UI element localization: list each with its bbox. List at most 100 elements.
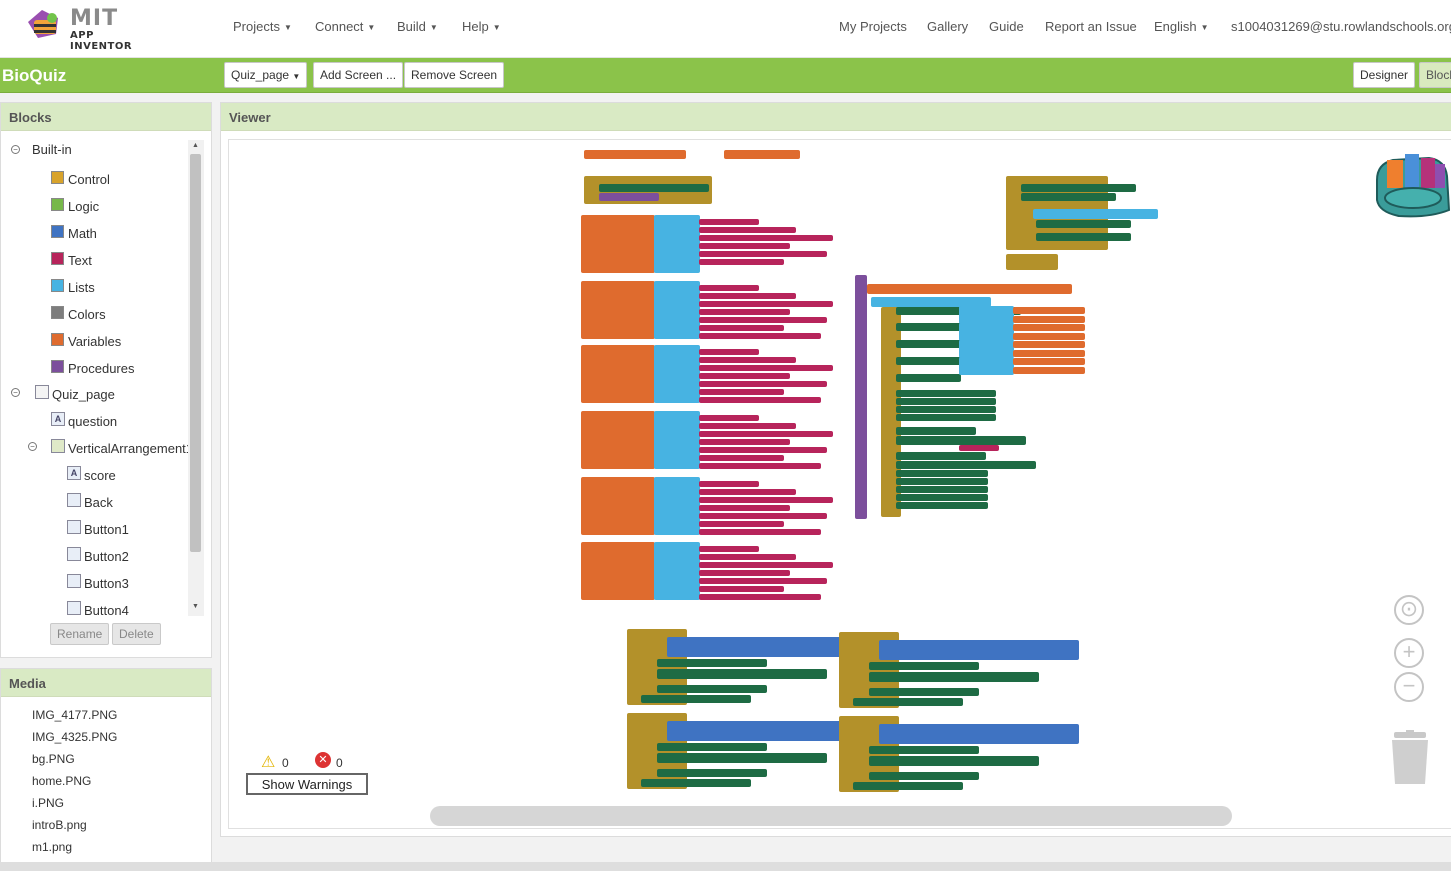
global-variable-block[interactable] xyxy=(584,150,686,159)
add-screen-button[interactable]: Add Screen ... xyxy=(313,62,404,88)
setter-block[interactable] xyxy=(896,323,961,331)
getter-block[interactable] xyxy=(1013,324,1085,331)
make-list-block[interactable] xyxy=(654,215,700,273)
text-item-block[interactable] xyxy=(699,293,796,299)
list-variable-block[interactable] xyxy=(581,542,655,600)
setter-block[interactable] xyxy=(896,478,988,485)
scroll-down-icon[interactable]: ▼ xyxy=(192,603,199,610)
getter-block[interactable] xyxy=(1013,341,1085,348)
tree-component-verticalarrangement1[interactable]: VerticalArrangement1 xyxy=(68,441,194,456)
drawer-control[interactable]: Control xyxy=(68,172,110,187)
text-item-block[interactable] xyxy=(699,431,833,437)
list-variable-block[interactable] xyxy=(581,215,655,273)
nav-build[interactable]: Build▼ xyxy=(397,19,438,34)
setter-block[interactable] xyxy=(657,669,827,679)
make-list-block[interactable] xyxy=(654,477,700,535)
text-item-block[interactable] xyxy=(699,562,833,568)
nav-help[interactable]: Help▼ xyxy=(462,19,501,34)
text-item-block[interactable] xyxy=(699,513,827,519)
center-workspace-icon[interactable]: ⊙ xyxy=(1394,595,1424,625)
getter-block[interactable] xyxy=(1013,333,1085,340)
tree-screen-quiz-page[interactable]: Quiz_page xyxy=(52,387,115,402)
getter-block[interactable] xyxy=(1013,358,1085,365)
setter-block[interactable] xyxy=(869,772,979,780)
setter-block[interactable] xyxy=(657,753,827,763)
setter-block[interactable] xyxy=(853,782,963,790)
text-item-block[interactable] xyxy=(699,529,821,535)
setter-block[interactable] xyxy=(896,452,986,460)
setter-block[interactable] xyxy=(1021,193,1116,201)
call-block[interactable] xyxy=(599,193,659,201)
setter-block[interactable] xyxy=(657,769,767,777)
drawer-lists[interactable]: Lists xyxy=(68,280,95,295)
text-item-block[interactable] xyxy=(699,481,759,487)
delete-button[interactable]: Delete xyxy=(112,623,161,645)
text-item-block[interactable] xyxy=(699,586,784,592)
text-item-block[interactable] xyxy=(699,546,759,552)
tree-component-button1[interactable]: Button1 xyxy=(84,522,129,537)
list-variable-block[interactable] xyxy=(581,477,655,535)
remove-screen-button[interactable]: Remove Screen xyxy=(404,62,505,88)
trash-icon[interactable] xyxy=(1388,730,1432,786)
setter-block[interactable] xyxy=(657,685,767,693)
setter-block[interactable] xyxy=(1036,233,1131,241)
drawer-variables[interactable]: Variables xyxy=(68,334,122,349)
setter-block[interactable] xyxy=(657,743,767,751)
tree-component-back[interactable]: Back xyxy=(84,495,113,510)
getter-block[interactable] xyxy=(1013,307,1085,314)
condition-block[interactable] xyxy=(1033,209,1158,219)
blocks-tree-scrollbar[interactable]: ▲ ▼ xyxy=(188,140,204,616)
text-item-block[interactable] xyxy=(699,447,827,453)
setter-block[interactable] xyxy=(896,461,1036,469)
setter-block[interactable] xyxy=(896,414,996,421)
setter-block[interactable] xyxy=(896,390,996,397)
compare-block[interactable] xyxy=(667,637,867,657)
text-item-block[interactable] xyxy=(699,489,796,495)
select-list-block[interactable] xyxy=(959,306,1014,324)
text-item-block[interactable] xyxy=(699,285,759,291)
text-item-block[interactable] xyxy=(699,578,827,584)
procedure-block[interactable] xyxy=(855,275,867,519)
text-item-block[interactable] xyxy=(699,423,796,429)
text-item-block[interactable] xyxy=(699,505,790,511)
make-list-block[interactable] xyxy=(654,411,700,469)
setter-block[interactable] xyxy=(869,688,979,696)
collapse-arrangement-icon[interactable]: − xyxy=(28,442,37,451)
text-item-block[interactable] xyxy=(699,309,790,315)
nav-guide[interactable]: Guide xyxy=(989,19,1024,34)
setter-block[interactable] xyxy=(896,398,996,405)
drawer-math[interactable]: Math xyxy=(68,226,97,241)
setter-block[interactable] xyxy=(896,340,961,348)
setter-block[interactable] xyxy=(896,357,961,365)
event-block[interactable] xyxy=(1006,254,1058,270)
zoom-out-icon[interactable]: − xyxy=(1394,672,1424,702)
backpack-icon[interactable] xyxy=(1369,150,1451,222)
drawer-procedures[interactable]: Procedures xyxy=(68,361,135,376)
designer-button[interactable]: Designer xyxy=(1353,62,1416,88)
setter-block[interactable] xyxy=(641,695,751,703)
text-item-block[interactable] xyxy=(699,594,821,600)
tree-component-question[interactable]: question xyxy=(68,414,118,429)
rename-button[interactable]: Rename xyxy=(50,623,110,645)
tree-component-button4[interactable]: Button4 xyxy=(84,603,129,618)
select-list-block[interactable] xyxy=(959,357,1014,375)
collapse-builtin-icon[interactable]: − xyxy=(11,145,20,154)
setter-block[interactable] xyxy=(1021,184,1136,192)
nav-gallery[interactable]: Gallery xyxy=(927,19,969,34)
text-item-block[interactable] xyxy=(699,570,790,576)
text-item-block[interactable] xyxy=(699,397,821,403)
getter-block[interactable] xyxy=(1013,350,1085,357)
setter-block[interactable] xyxy=(896,436,1026,445)
text-item-block[interactable] xyxy=(699,415,759,421)
compare-block[interactable] xyxy=(667,721,867,741)
list-variable-block[interactable] xyxy=(581,281,655,339)
compare-block[interactable] xyxy=(879,640,1079,660)
text-item-block[interactable] xyxy=(699,251,827,257)
workspace-horizontal-scrollbar[interactable] xyxy=(430,806,1232,826)
setter-block[interactable] xyxy=(641,779,751,787)
text-item-block[interactable] xyxy=(699,521,784,527)
blocks-button[interactable]: Blocks xyxy=(1419,62,1451,88)
setter-block[interactable] xyxy=(896,427,976,435)
text-item-block[interactable] xyxy=(699,317,827,323)
media-file[interactable]: i.PNG xyxy=(32,796,65,810)
